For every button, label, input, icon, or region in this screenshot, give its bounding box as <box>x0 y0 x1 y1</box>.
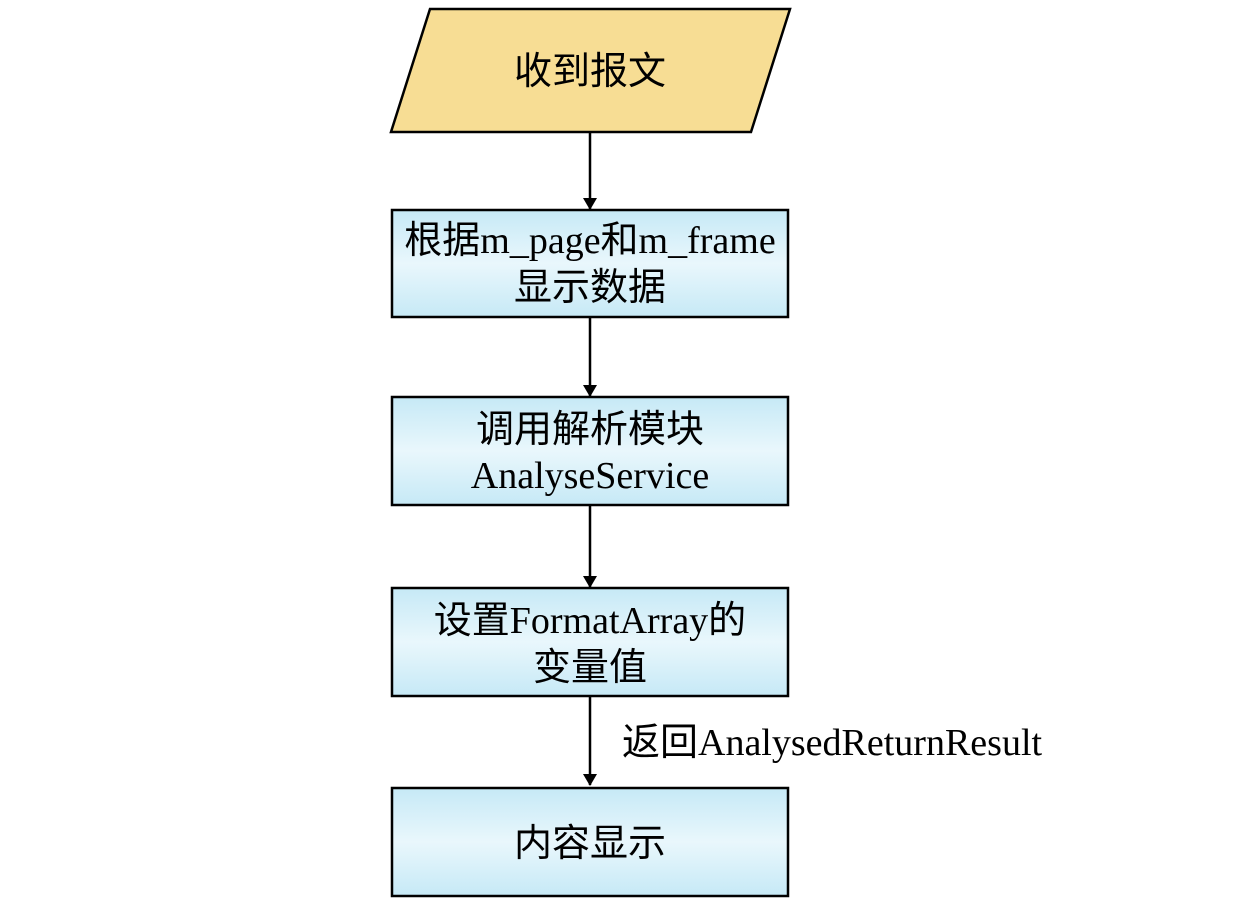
input-parallelogram <box>389 7 792 134</box>
node-display-data-line1: 根据m_page和m_frame <box>404 220 775 262</box>
process-box <box>390 208 790 319</box>
node-receive: 收到报文 <box>389 7 792 134</box>
process-box <box>390 786 790 898</box>
node-receive-label: 收到报文 <box>514 51 666 93</box>
node-show-content: 内容显示 <box>390 786 790 898</box>
node-display-data: 根据m_page和m_frame 显示数据 <box>390 208 790 319</box>
node-set-format-line1: 设置FormatArray的 <box>434 600 746 642</box>
node-display-data-line2: 显示数据 <box>514 267 666 309</box>
node-set-format: 设置FormatArray的 变量值 <box>390 586 790 698</box>
node-call-analyse-line1: 调用解析模块 <box>476 409 704 451</box>
node-set-format-line2: 变量值 <box>533 647 647 689</box>
node-call-analyse: 调用解析模块 AnalyseService <box>390 395 790 507</box>
node-show-content-label: 内容显示 <box>514 823 666 865</box>
process-box <box>390 586 790 698</box>
node-call-analyse-line2: AnalyseService <box>471 455 709 497</box>
process-box <box>390 395 790 507</box>
edge-return-label: 返回AnalysedReturnResult <box>622 722 1043 764</box>
